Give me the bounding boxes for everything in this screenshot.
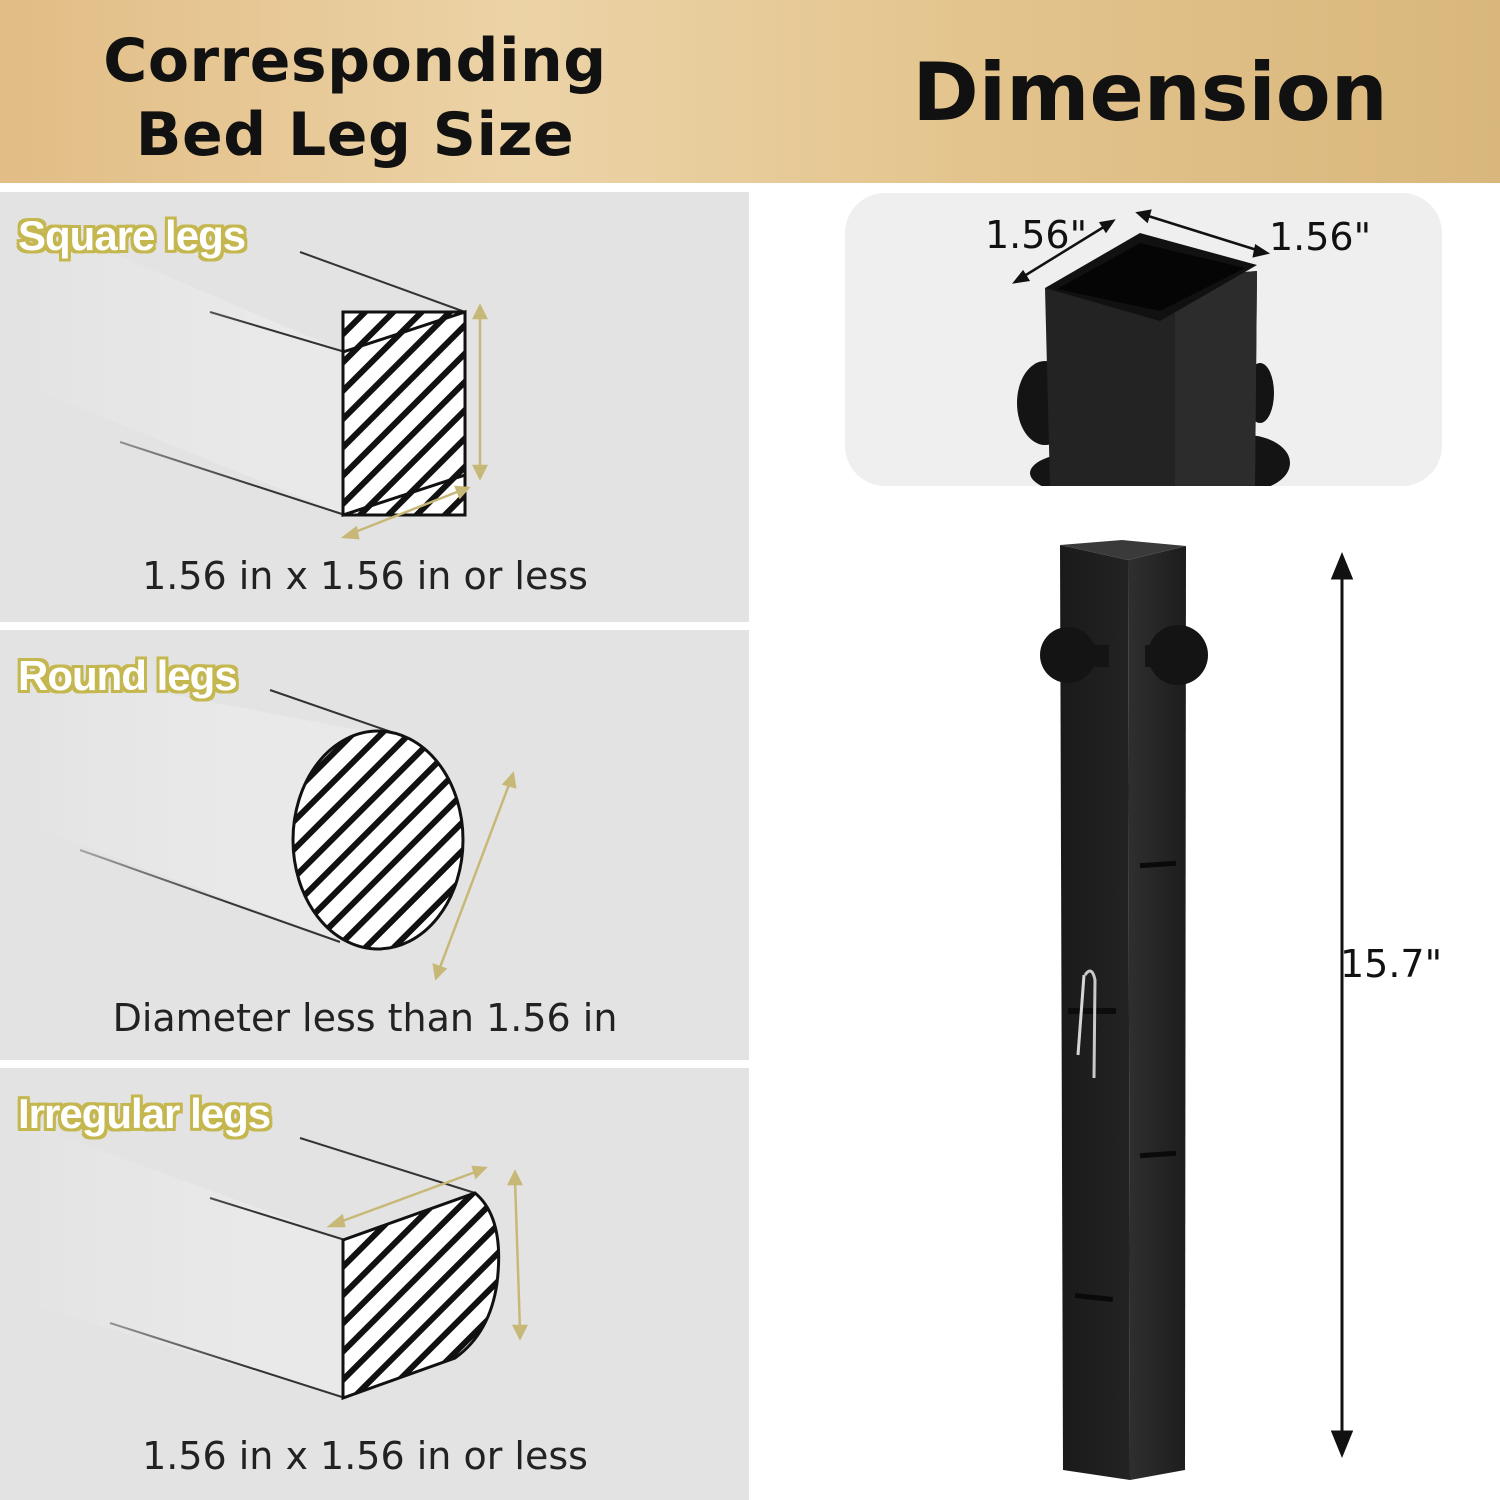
round-legs-panel: Round legs Diameter less than 1.56 in <box>0 630 749 1060</box>
square-legs-badge: Square legs <box>18 212 246 259</box>
irregular-dimension-arrows <box>326 1165 529 1341</box>
cotter-pin-icon <box>1068 969 1116 1079</box>
post-top-closeup: 1.56" 1.56" <box>845 193 1442 486</box>
depth-dimension-label: 1.56" <box>1269 215 1372 259</box>
round-leg-illustration <box>0 650 517 981</box>
heading-line-1: Corresponding <box>103 26 607 96</box>
post-top-illustration <box>1012 209 1290 486</box>
height-dimension-label: 15.7" <box>1340 942 1443 986</box>
irregular-legs-panel: Irregular legs 1.56 in x 1.56 in or less <box>0 1068 749 1500</box>
heading-line-2: Bed Leg Size <box>135 100 575 170</box>
square-legs-caption: 1.56 in x 1.56 in or less <box>142 554 588 598</box>
bed-leg-size-heading: Corresponding Bed Leg Size <box>95 24 615 172</box>
header-banner: Corresponding Bed Leg Size Dimension <box>0 0 1500 183</box>
width-dimension-label: 1.56" <box>985 213 1088 257</box>
round-legs-badge: Round legs <box>18 652 238 699</box>
square-legs-panel: Square legs 1.56 in x 1.56 in or less <box>0 192 749 622</box>
round-legs-caption: Diameter less than 1.56 in <box>112 996 618 1040</box>
square-leg-illustration <box>0 212 489 540</box>
irregular-leg-illustration <box>0 1098 529 1418</box>
height-dimension-arrow <box>1330 552 1354 1458</box>
round-dimension-arrow <box>432 771 517 981</box>
dimension-heading: Dimension <box>912 46 1388 139</box>
square-dimension-arrows <box>340 303 489 540</box>
irregular-legs-caption: 1.56 in x 1.56 in or less <box>142 1434 588 1478</box>
post-knob-icons <box>1040 625 1208 685</box>
top-dimension-arrows <box>1012 209 1271 284</box>
irregular-legs-badge: Irregular legs <box>18 1090 271 1137</box>
height-adjust-slots <box>1074 860 1177 1302</box>
